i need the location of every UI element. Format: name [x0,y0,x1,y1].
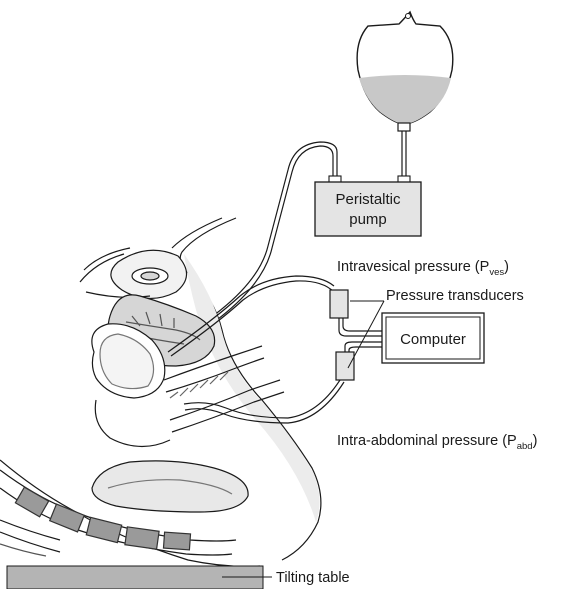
pump-label-line2: pump [349,211,387,228]
pressure-transducers-label: Pressure transducers [386,288,524,304]
tilting-table-label: Tilting table [276,570,350,586]
computer-label: Computer [400,331,466,348]
tilting-table: Tilting table [7,566,350,589]
computer: Computer [382,313,484,363]
computer-cables [339,318,385,352]
bag-fluid [359,75,451,124]
abdominal-subscript: abd [517,441,533,452]
peristaltic-pump: Peristaltic pump [315,176,421,236]
transducer-lower [336,352,354,380]
intravesical-subscript: ves [489,267,504,278]
pressure-transducers [330,290,384,380]
pelvis-anatomy [0,218,321,566]
fluid-bag [357,12,453,176]
intravesical-pressure-label: Intravesical pressure (Pves) [337,259,509,278]
intra-abdominal-pressure-label: Intra-abdominal pressure (Pabd) [337,433,537,452]
pump-label-line1: Peristaltic [335,191,401,208]
bag-outlet [398,123,410,131]
bag-hanger-hole [406,14,411,19]
transducer-upper [330,290,348,318]
